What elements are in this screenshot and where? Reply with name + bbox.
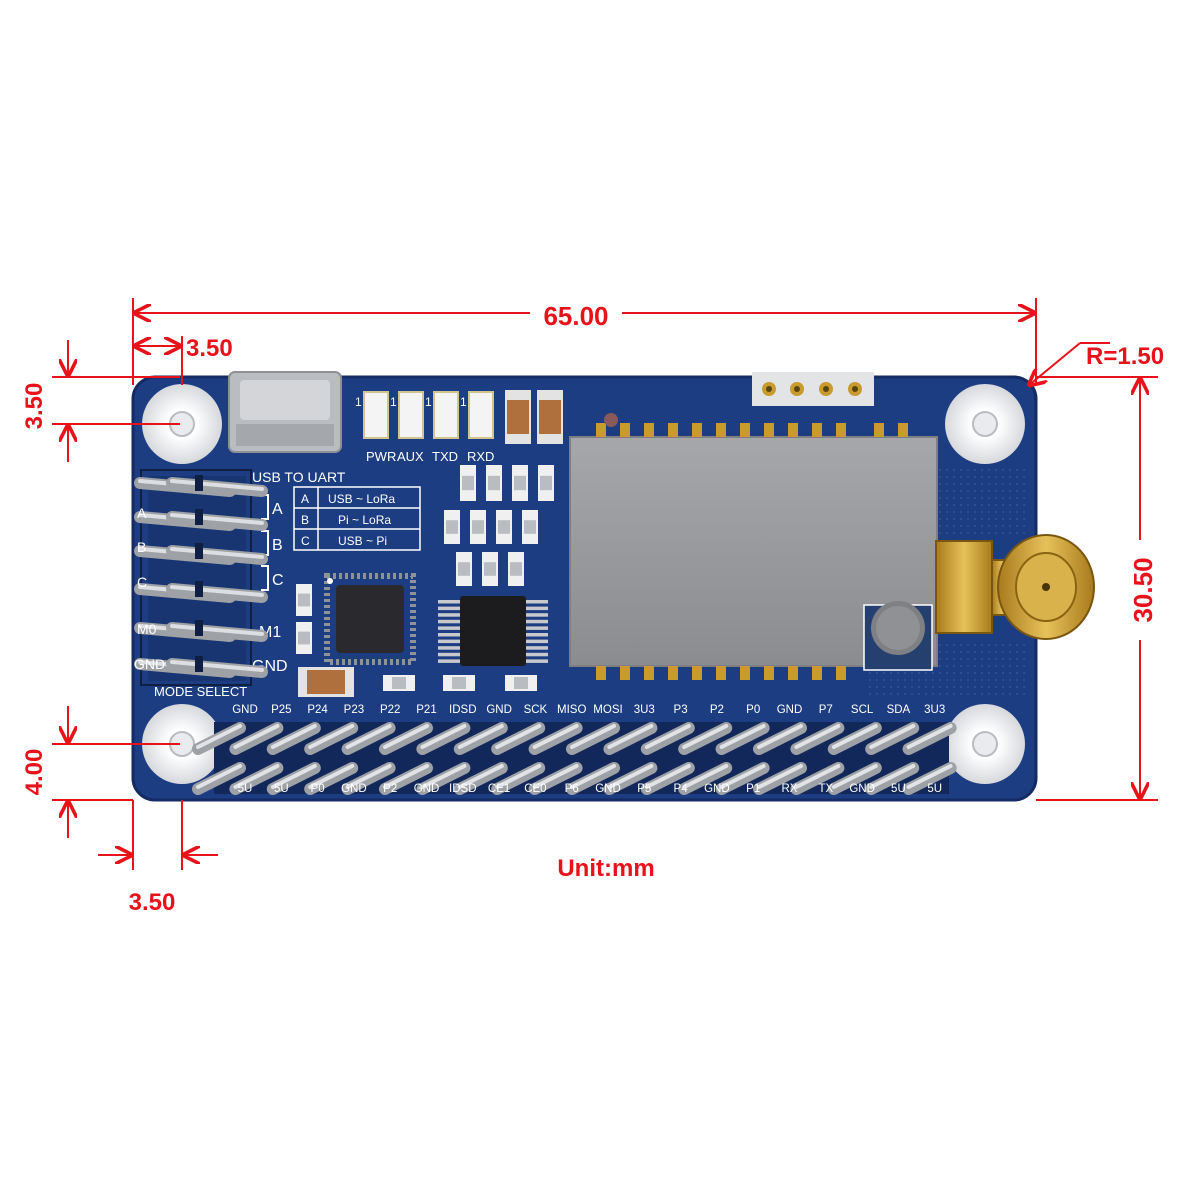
gpio-bottom-label: GND xyxy=(849,783,875,795)
gpio-top-label: P0 xyxy=(746,704,760,716)
gpio-bottom-label: 5U xyxy=(238,783,253,795)
dimension-lines xyxy=(52,298,1158,870)
mode-row-a-desc: USB ~ LoRa xyxy=(328,492,395,506)
tantalum-capacitors xyxy=(505,390,563,444)
gpio-bottom-label: CE0 xyxy=(524,783,546,795)
gpio-top-label: SCK xyxy=(524,704,548,716)
gpio-top-label: P2 xyxy=(710,704,724,716)
gpio-bottom-label: TX xyxy=(818,783,833,795)
gpio-top-label: P22 xyxy=(380,704,400,716)
gpio-bottom-label: 5U xyxy=(927,783,942,795)
header-label-m0: M0 xyxy=(137,621,157,637)
gpio-bottom-label: P1 xyxy=(746,783,760,795)
gpio-bottom-label: 5U xyxy=(274,783,289,795)
mode-row-b-desc: Pi ~ LoRa xyxy=(338,513,391,527)
gpio-bottom-label: P6 xyxy=(565,783,579,795)
mode-select-pins xyxy=(134,475,268,678)
header-label-a: A xyxy=(137,505,147,521)
gpio-top-label: IDSD xyxy=(449,704,476,716)
gpio-header xyxy=(192,722,957,795)
gpio-bottom-label: P4 xyxy=(674,783,689,795)
dim-height-label: 30.50 xyxy=(1128,557,1158,622)
mode-row-a-key: A xyxy=(301,492,309,506)
led-label-rxd: RXD xyxy=(467,449,494,464)
gpio-bottom-label: IDSD xyxy=(449,783,476,795)
header-label-b: B xyxy=(137,539,146,555)
gpio-bottom-label: RX xyxy=(782,783,798,795)
gpio-top-label: SCL xyxy=(851,704,874,716)
passive-components xyxy=(296,465,554,697)
gpio-top-label: MOSI xyxy=(593,704,622,716)
gpio-top-label: 3U3 xyxy=(634,704,655,716)
dim-hole-x-top-label: 3.50 xyxy=(186,335,233,362)
dim-radius-label: R=1.50 xyxy=(1086,343,1164,370)
gpio-top-label: P21 xyxy=(416,704,436,716)
gpio-top-label: GND xyxy=(777,704,803,716)
gpio-bottom-labels: 5U 5U P0 GND P2 GND IDSD CE1 CE0 P6 GND P5 P4 GND P1 RX… xyxy=(238,783,942,795)
buzzer xyxy=(863,601,933,671)
led-label-pwr: PWR xyxy=(366,449,396,464)
gpio-top-label: P25 xyxy=(271,704,291,716)
gpio-top-label: GND xyxy=(486,704,512,716)
usb-connector xyxy=(228,371,342,453)
jumper-label-a: A xyxy=(272,501,283,518)
module-marker xyxy=(604,413,618,427)
dim-hole-y-bottom-label: 4.00 xyxy=(21,749,48,796)
mode-row-b-key: B xyxy=(301,513,309,527)
jumper-label-c: C xyxy=(272,572,284,589)
gpio-top-label: P7 xyxy=(819,704,833,716)
mode-row-c-key: C xyxy=(301,534,310,548)
gpio-bottom-label: GND xyxy=(595,783,621,795)
gpio-bottom-label: P0 xyxy=(311,783,325,795)
gpio-top-label: SDA xyxy=(887,704,911,716)
mode-select-header xyxy=(140,469,252,686)
mode-table xyxy=(293,486,421,551)
gpio-top-label: 3U3 xyxy=(924,704,945,716)
sma-connector xyxy=(935,534,1095,640)
gpio-bottom-label: GND xyxy=(414,783,440,795)
level-shifter-chip xyxy=(438,596,548,666)
dim-hole-x-bottom-label: 3.50 xyxy=(129,889,176,916)
gpio-top-label: MISO xyxy=(557,704,586,716)
jumper-label-b: B xyxy=(272,537,283,554)
unit-label: Unit:mm xyxy=(557,855,654,882)
gpio-bottom-label: P5 xyxy=(637,783,651,795)
module-pads xyxy=(596,423,949,680)
usb-uart-chip xyxy=(324,573,416,665)
led-mark-3: 1 xyxy=(425,395,432,409)
led-mark-4: 1 xyxy=(460,395,467,409)
mode-row-c-desc: USB ~ Pi xyxy=(338,534,387,548)
gpio-bottom-label: CE1 xyxy=(488,783,510,795)
dim-width-label: 65.00 xyxy=(543,301,608,331)
mode-select-label: MODE SELECT xyxy=(154,684,247,699)
header-label-c: C xyxy=(137,574,147,590)
gpio-top-label: P23 xyxy=(344,704,364,716)
gpio-bottom-label: P2 xyxy=(383,783,397,795)
gpio-bottom-label: 5U xyxy=(891,783,906,795)
led-label-txd: TXD xyxy=(432,449,458,464)
usb-label: USB TO UART xyxy=(252,469,346,485)
led-label-aux: AUX xyxy=(397,449,424,464)
led-mark-2: 1 xyxy=(390,395,397,409)
gpio-top-label: P3 xyxy=(674,704,688,716)
dim-hole-y-top-label: 3.50 xyxy=(21,383,48,430)
gpio-bottom-label: GND xyxy=(704,783,730,795)
gpio-top-labels: GND P25 P24 P23 P22 P21 IDSD GND SCK MISO MOSI 3U3 P… xyxy=(232,704,945,716)
led-mark-1: 1 xyxy=(355,395,362,409)
gpio-top-label: P24 xyxy=(307,704,328,716)
top-4pin-header xyxy=(752,372,874,406)
gpio-bottom-label: GND xyxy=(341,783,367,795)
header-label-gnd: GND xyxy=(134,656,165,672)
gpio-top-label: GND xyxy=(232,704,258,716)
status-leds xyxy=(363,391,494,439)
